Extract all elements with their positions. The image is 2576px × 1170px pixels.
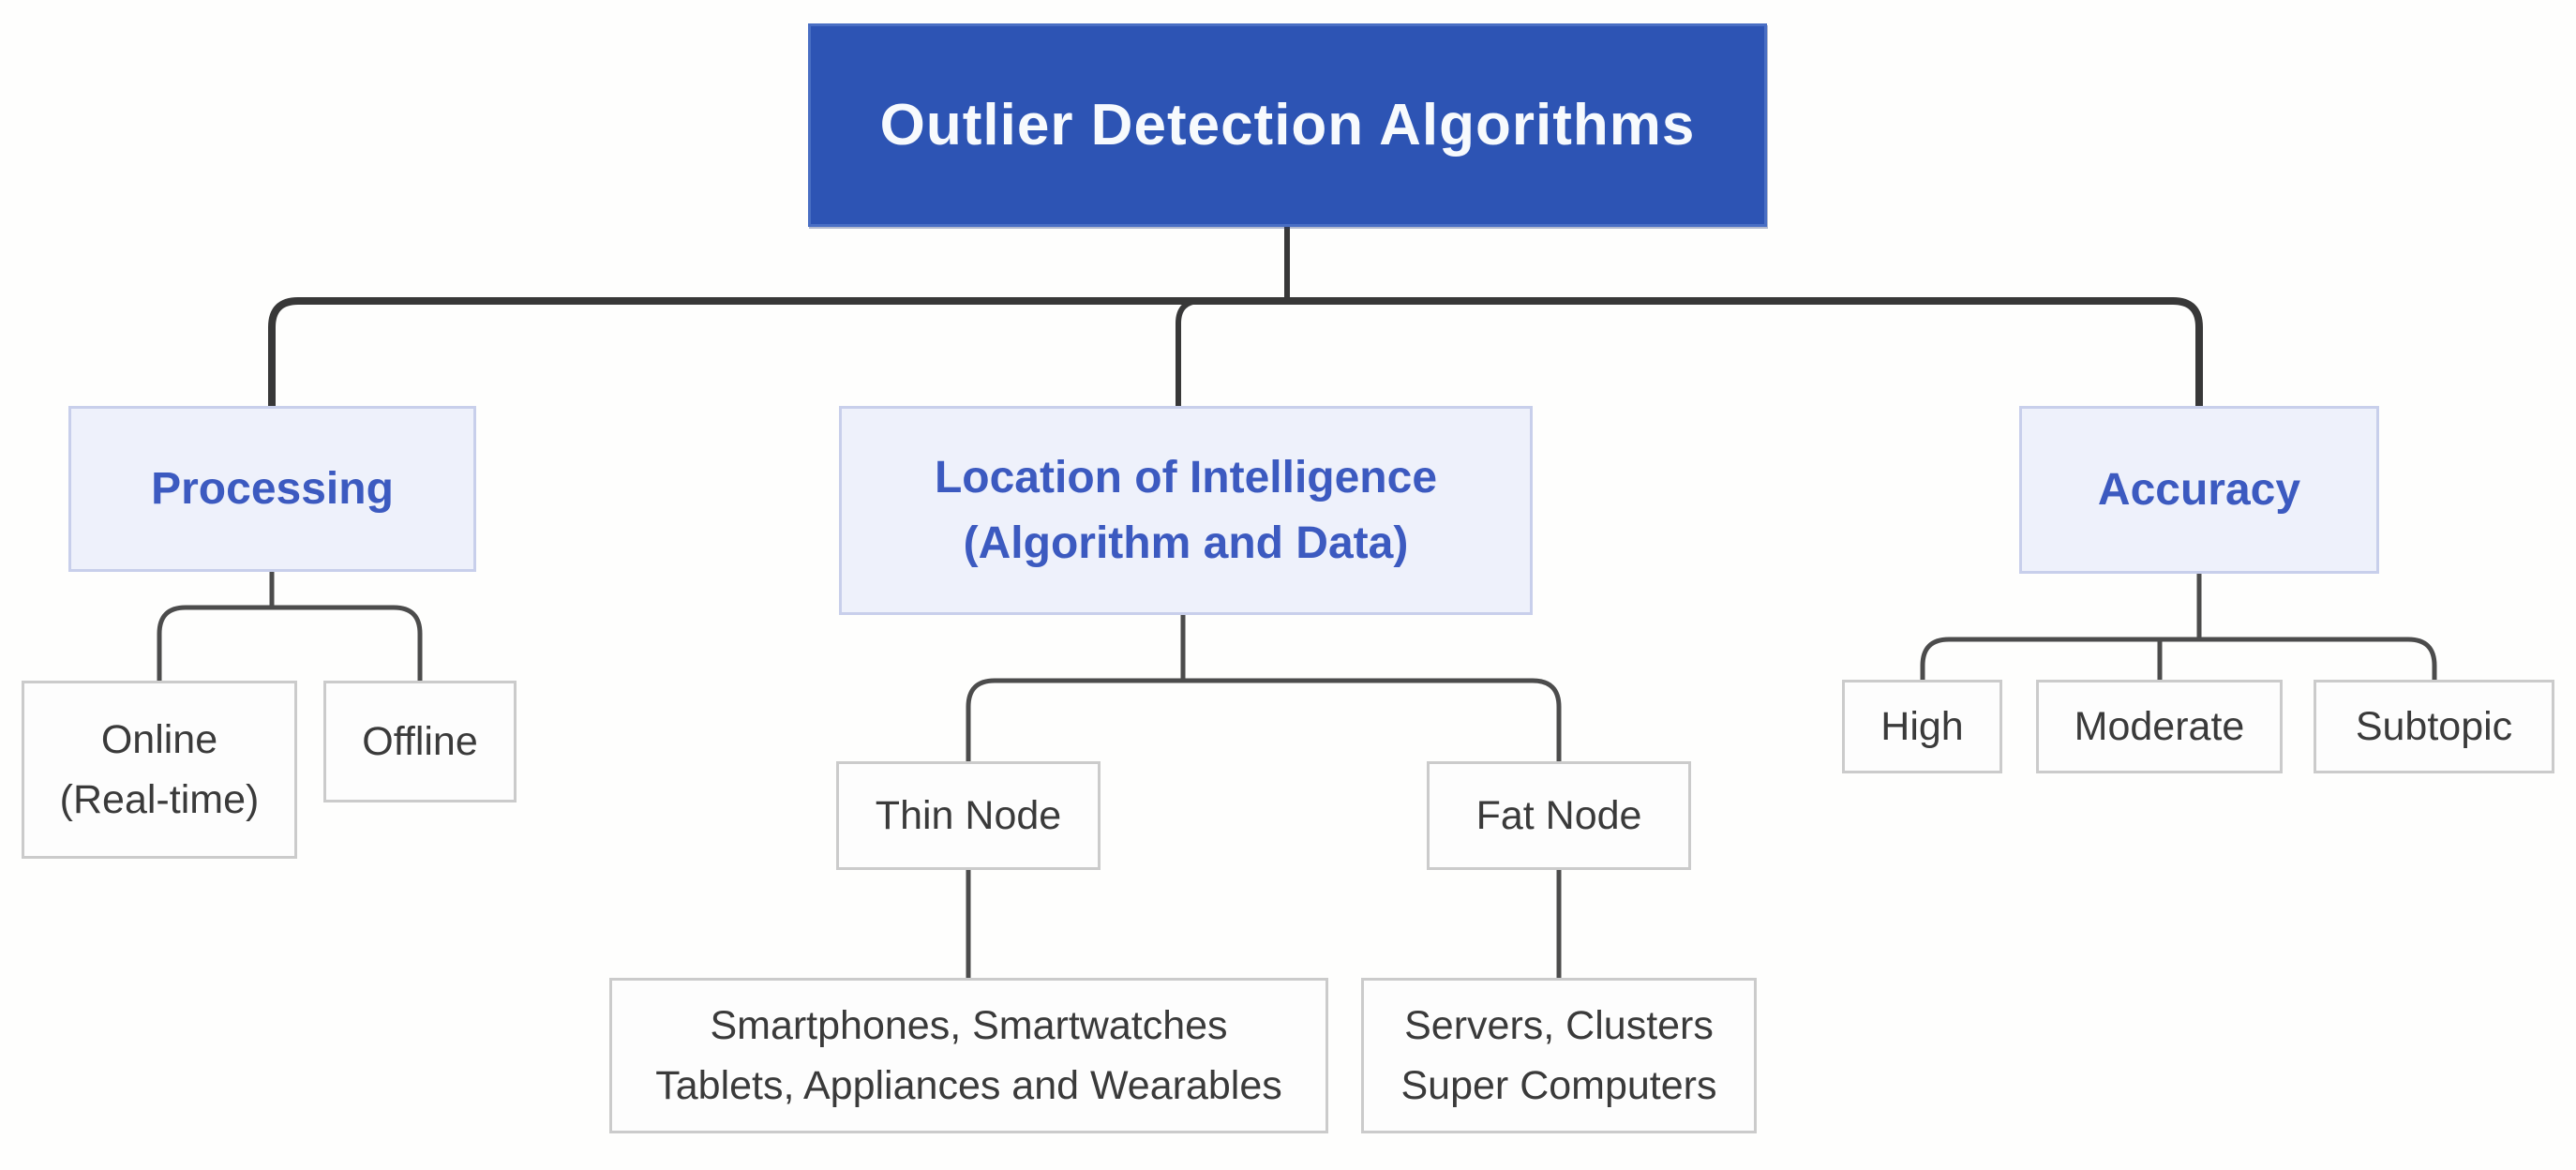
node-thin-node-devices: Smartphones, Smartwatches Tablets, Appli… [609, 978, 1328, 1133]
node-moderate: Moderate [2036, 680, 2283, 773]
node-offline: Offline [323, 681, 517, 802]
edge-accuracy-bar [1920, 637, 2437, 680]
node-fat-node-devices: Servers, Clusters Super Computers [1361, 978, 1757, 1133]
edge-root-rail [268, 297, 2203, 406]
node-online-real-time: Online (Real-time) [22, 681, 297, 859]
node-accuracy: Accuracy [2019, 406, 2379, 574]
node-high: High [1842, 680, 2002, 773]
edge-processing-bar [157, 605, 423, 681]
node-location-of-intelligence: Location of Intelligence (Algorithm and … [839, 406, 1533, 615]
node-outlier-detection-algorithms: Outlier Detection Algorithms [808, 23, 1767, 227]
node-processing: Processing [68, 406, 476, 572]
node-fat-node: Fat Node [1427, 761, 1691, 870]
node-thin-node: Thin Node [836, 761, 1101, 870]
edge-root-to-location [1176, 298, 1287, 406]
edge-location-bar [966, 678, 1562, 761]
node-subtopic: Subtopic [2314, 680, 2554, 773]
